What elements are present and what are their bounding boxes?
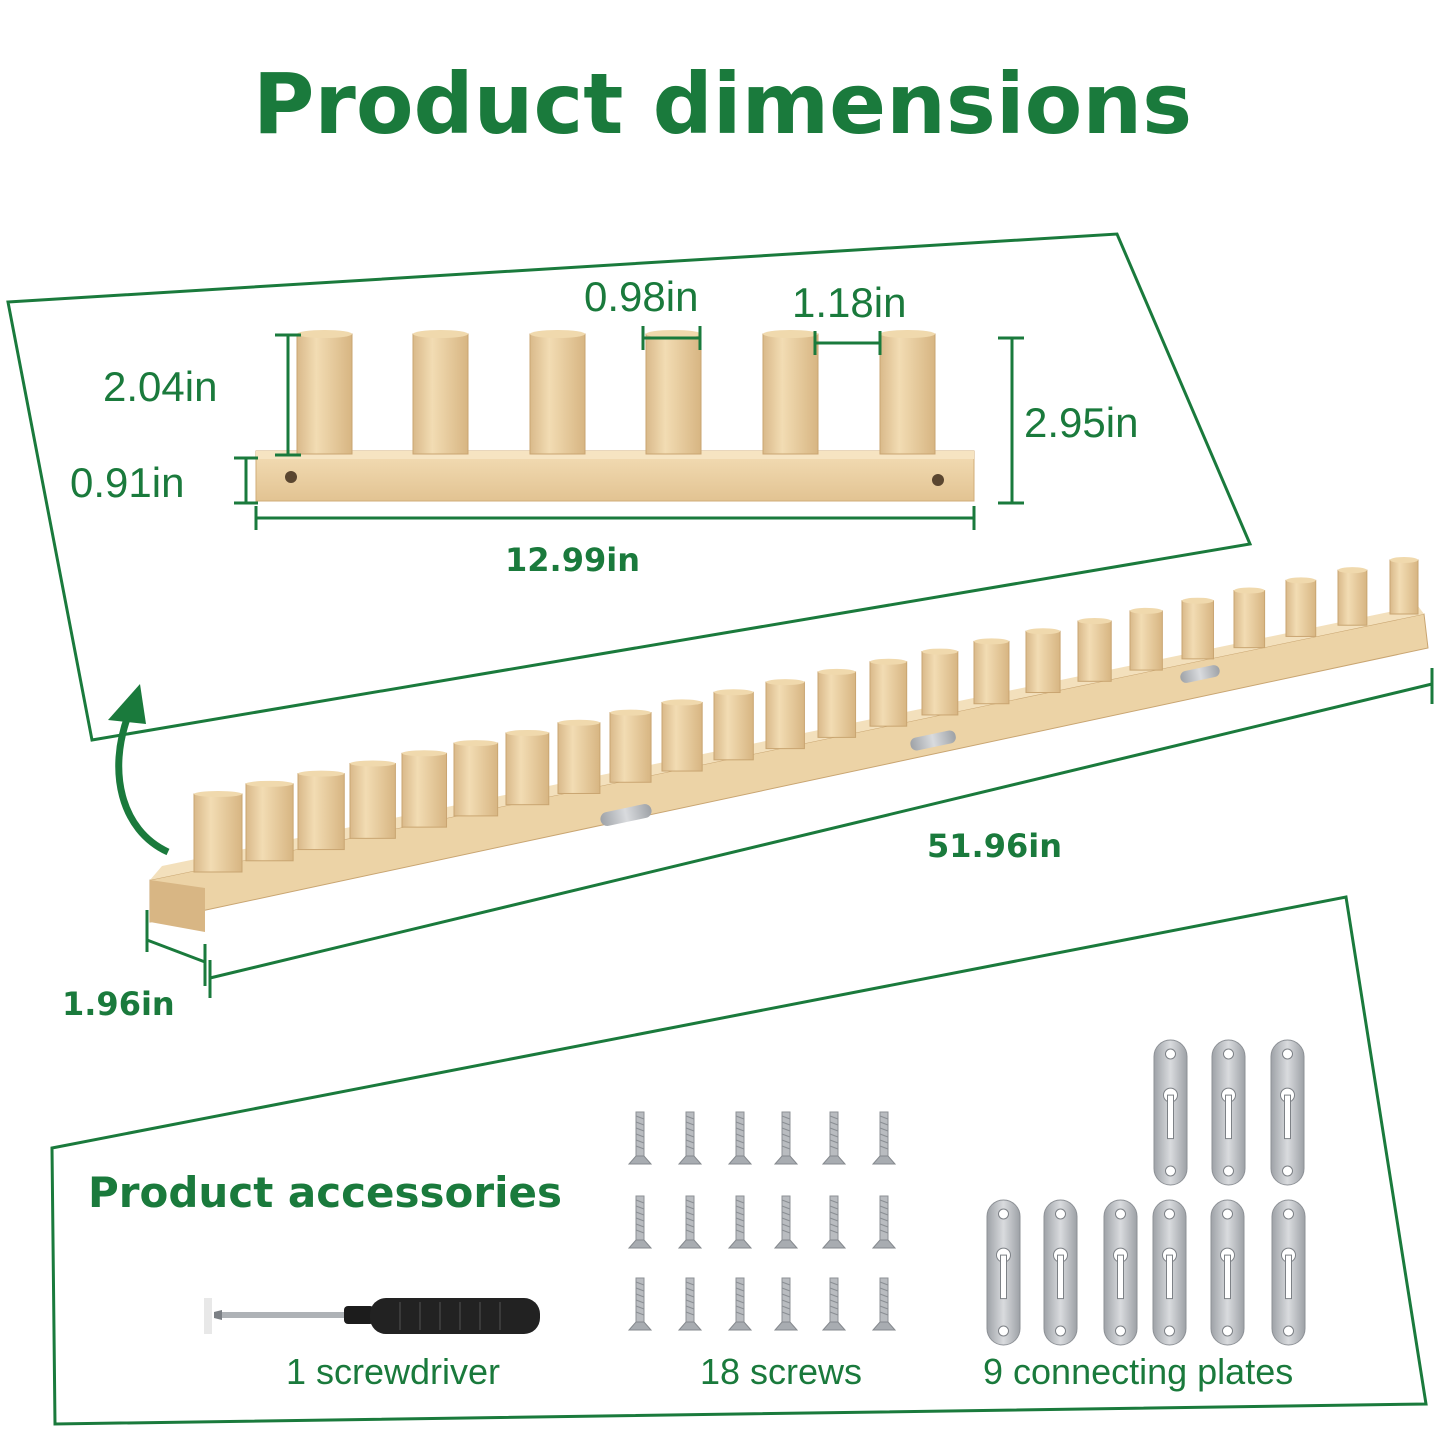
connecting-plate-icon [1211,1039,1246,1186]
connecting-plate-icon [1271,1199,1306,1346]
peg [609,709,652,783]
peg [412,330,469,455]
peg [762,330,819,455]
screw-icon [677,1195,703,1249]
peg [297,770,345,851]
peg [529,330,586,455]
connecting-plates-group [986,1039,1306,1346]
curved-arrow-icon [108,684,170,856]
screw-icon [821,1195,847,1249]
peg [401,750,448,828]
combined-length-label: 51.96in [927,827,1062,865]
screw-icon [773,1277,799,1331]
base-height-label: 0.91in [70,459,185,506]
screw-icon [821,1111,847,1165]
connecting-plate-icon [1153,1039,1188,1186]
peg [1181,597,1214,660]
peg [713,689,754,761]
combined-rack [149,557,1429,932]
combined-depth-label: 1.96in [62,985,175,1023]
screw-icon [677,1111,703,1165]
connecting-plate-icon [1152,1199,1187,1346]
screws-label: 18 screws [700,1351,863,1392]
screwdriver-label: 1 screwdriver [286,1351,501,1392]
single-rack-frame [6,232,1253,742]
screw-icon [871,1111,897,1165]
long-rack-dimension-lines [145,668,1434,998]
page-title: Product dimensions [252,55,1193,153]
peg [245,780,294,862]
peg [869,658,908,727]
screw-icon [727,1195,753,1249]
peg [453,740,499,817]
screw-icon [871,1195,897,1249]
accessories-frame [50,895,1428,1426]
peg [193,791,243,873]
peg [879,330,936,455]
peg [505,729,550,806]
connecting-plate-icon [986,1199,1021,1346]
single-length-label: 12.99in [505,541,640,579]
total-height-label: 2.95in [1024,399,1139,446]
screw-icon [727,1277,753,1331]
peg [1337,567,1368,626]
single-rack [255,330,975,502]
peg [921,648,959,716]
screw-icon [627,1195,653,1249]
single-rack-dimension-lines [234,326,1024,530]
connecting-plate-icon [1043,1199,1078,1346]
long-rack-plates [600,665,1220,826]
peg-height-label: 2.04in [103,363,218,410]
peg [661,699,703,772]
peg [1129,607,1163,671]
peg [973,638,1010,705]
screw-icon [727,1111,753,1165]
screw-icon [627,1111,653,1165]
peg [645,330,702,455]
peg [765,679,805,750]
peg [1077,618,1112,682]
peg [1025,628,1061,694]
peg-spacing-label: 1.18in [792,279,907,326]
peg [817,668,857,738]
screws-group [627,1111,897,1331]
peg [349,760,396,839]
plates-label: 9 connecting plates [983,1351,1294,1392]
screw-icon [821,1277,847,1331]
connecting-plate-icon [1270,1039,1305,1186]
screw-icon [773,1111,799,1165]
peg [1389,557,1419,615]
peg [557,719,601,794]
screw-icon [773,1195,799,1249]
peg [1285,577,1317,637]
screw-icon [627,1277,653,1331]
peg-diameter-label: 0.98in [584,273,699,320]
peg [296,330,353,455]
accessories-heading: Product accessories [88,1168,562,1217]
screw-icon [871,1277,897,1331]
connecting-plate-icon [1210,1199,1245,1346]
screw-icon [677,1277,703,1331]
peg [1233,587,1266,649]
screwdriver-icon [204,1298,540,1334]
connecting-plate-icon [1103,1199,1138,1346]
